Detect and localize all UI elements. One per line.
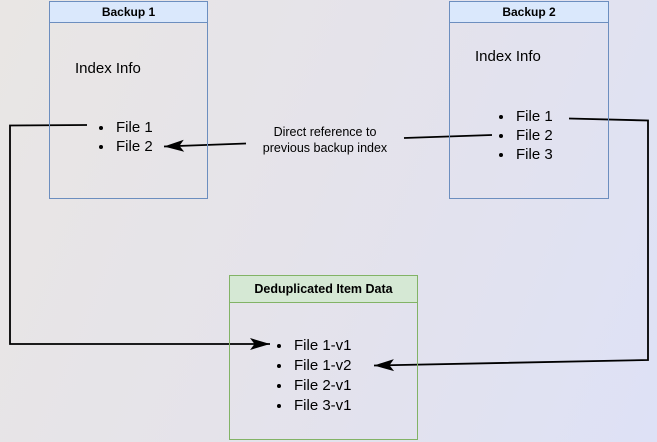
list-item: File 2 [514,126,608,145]
arrow-direct-reference-segment-right[interactable] [403,134,493,139]
backup2-subtitle: Index Info [475,48,541,65]
backup2-title: Backup 2 [450,2,608,23]
backup1-subtitle: Index Info [75,60,141,77]
list-item: File 3 [514,145,608,164]
list-item: File 1 [114,118,207,137]
list-item: File 2-v1 [292,376,417,396]
backup2-file-list: File 1 File 2 File 3 [450,107,608,164]
dedup-node[interactable]: Deduplicated Item Data File 1-v1 File 1-… [229,275,418,440]
list-item: File 3-v1 [292,396,417,416]
list-item: File 1 [514,107,608,126]
dedup-title: Deduplicated Item Data [230,276,417,303]
list-item: File 1-v2 [292,356,417,376]
backup1-file-list: File 1 File 2 [50,118,207,156]
arrow-backup1-file1-to-dedup[interactable] [9,124,270,350]
backup2-node[interactable]: Backup 2 Index Info File 1 File 2 File 3 [449,1,609,199]
backup1-node[interactable]: Backup 1 Index Info File 1 File 2 [49,1,208,199]
arrow-direct-reference[interactable] [163,139,247,152]
list-item: File 1-v1 [292,336,417,356]
list-item: File 2 [114,137,207,156]
direct-reference-label: Direct reference to previous backup inde… [262,125,388,155]
dedup-item-list: File 1-v1 File 1-v2 File 2-v1 File 3-v1 [230,336,417,416]
backup1-title: Backup 1 [50,2,207,23]
